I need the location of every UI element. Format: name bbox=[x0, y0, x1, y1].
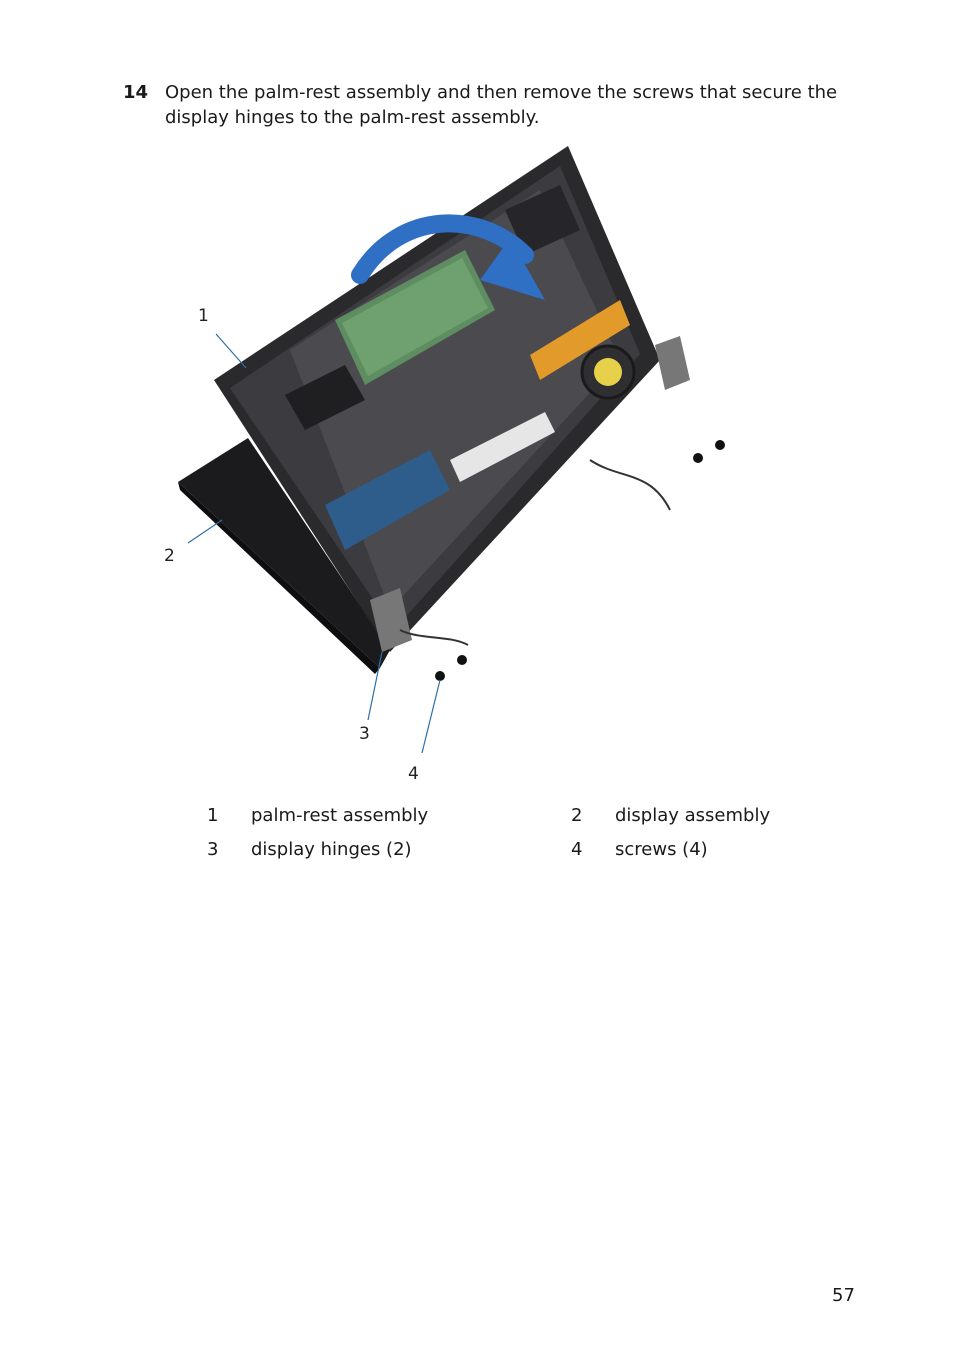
legend-label: palm-rest assembly bbox=[251, 804, 429, 826]
callout-2: 2 bbox=[164, 546, 175, 566]
gold-tape bbox=[530, 300, 630, 380]
legend-label: screws (4) bbox=[615, 838, 708, 860]
legend-number: 4 bbox=[571, 838, 583, 860]
display-panel bbox=[178, 438, 390, 668]
step-number: 14 bbox=[123, 82, 149, 103]
callout-1: 1 bbox=[198, 306, 209, 326]
step-text: Open the palm-rest assembly and then rem… bbox=[165, 82, 838, 128]
legend-number: 3 bbox=[207, 838, 219, 860]
callout-4: 4 bbox=[408, 764, 419, 784]
legend-number: 1 bbox=[207, 804, 219, 826]
disassembly-illustration: 1 2 3 4 bbox=[150, 140, 770, 790]
legend-label: display assembly bbox=[615, 804, 771, 826]
page-number: 57 bbox=[832, 1285, 855, 1306]
callout-3: 3 bbox=[359, 724, 370, 744]
legend-row: 1 palm-rest assembly 2 display assembly bbox=[195, 798, 923, 832]
legend-row: 3 display hinges (2) 4 screws (4) bbox=[195, 832, 923, 866]
laptop-illustration bbox=[178, 146, 725, 754]
callout-legend: 1 palm-rest assembly 2 display assembly … bbox=[195, 798, 923, 866]
legend-label: display hinges (2) bbox=[251, 838, 412, 860]
legend-number: 2 bbox=[571, 804, 583, 826]
screw-icon bbox=[435, 440, 725, 681]
ssd-module bbox=[450, 412, 555, 482]
rotation-arrow bbox=[351, 214, 534, 284]
